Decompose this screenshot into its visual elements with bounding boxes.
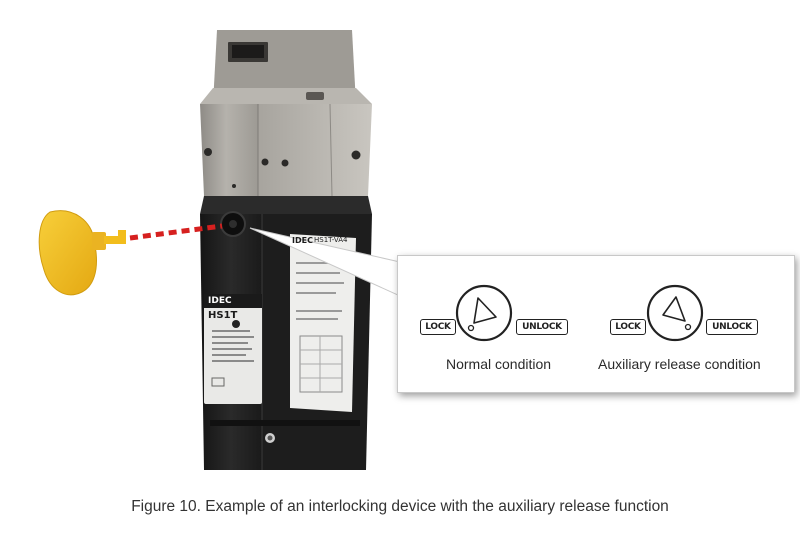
device-head	[200, 30, 372, 197]
device-body	[200, 196, 372, 470]
side-label	[290, 234, 356, 412]
unlock-tag-normal: UNLOCK	[516, 319, 568, 335]
model-label-side: HS1T-VA4	[314, 236, 348, 244]
brand-label-side: IDEC	[292, 236, 313, 245]
normal-condition-dial-icon	[455, 284, 513, 342]
unlock-tag-auxiliary: UNLOCK	[706, 319, 758, 335]
figure-caption: Figure 10. Example of an interlocking de…	[131, 498, 669, 515]
normal-condition-label: Normal condition	[446, 356, 552, 372]
brand-label-front: IDEC	[208, 296, 232, 306]
model-label-front: HS1T	[208, 310, 238, 321]
lock-tag-auxiliary: LOCK	[610, 319, 646, 335]
lock-tag-normal: LOCK	[420, 319, 456, 335]
key-icon	[38, 210, 126, 296]
guide-line	[129, 223, 223, 241]
auxiliary-release-dial-icon	[646, 284, 704, 342]
auxiliary-condition-label: Auxiliary release condition	[598, 356, 761, 372]
